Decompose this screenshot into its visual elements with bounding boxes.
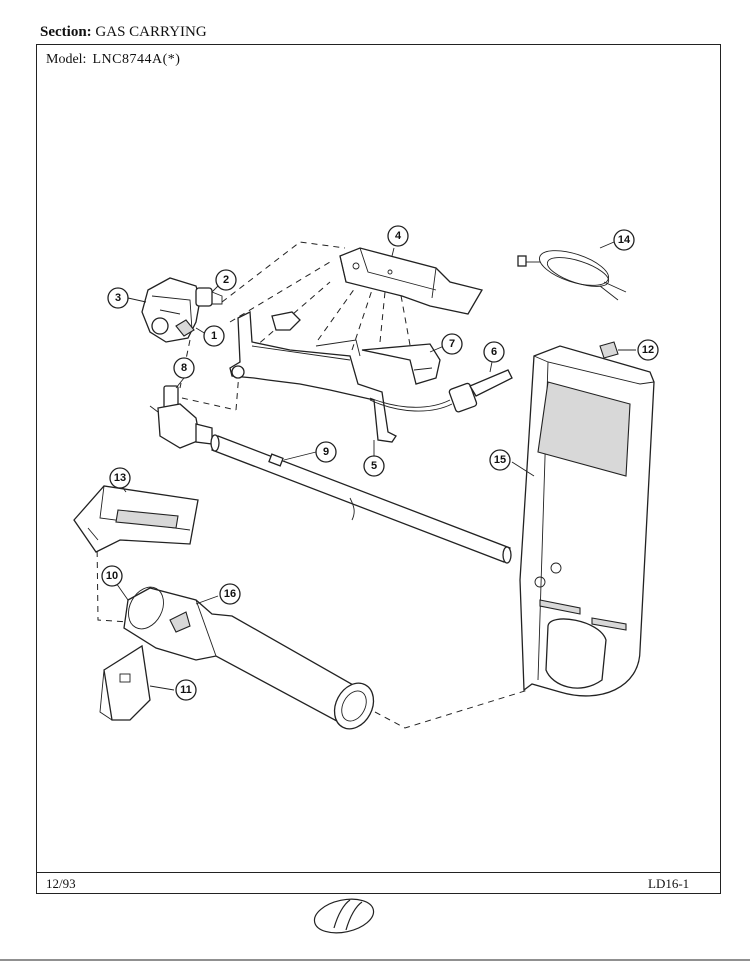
callout-5: 5 [363,455,385,477]
support-bracket-part [99,644,151,721]
combustion-chamber-part [123,586,375,730]
callout-8: 8 [173,357,195,379]
svg-text:3: 3 [115,292,121,304]
model-value: LNC8744A(*) [92,52,181,67]
svg-text:11: 11 [180,684,192,696]
page-id: LD16-1 [648,876,690,891]
diagram-frame [36,44,721,894]
manifold-box-part [73,485,199,553]
svg-text:1: 1 [211,330,217,342]
callout-11: 11 [175,679,197,701]
model-heading: Model: LNC8744A(*) [46,52,180,68]
callout-15: 15 [489,449,511,471]
svg-text:4: 4 [395,230,402,242]
callout-14: 14 [613,229,635,251]
svg-text:2: 2 [223,274,229,286]
callout-12: 12 [637,339,659,361]
footer-divider [36,872,721,873]
igniter-part [369,369,513,413]
section-heading: Section: GAS CARRYING [40,24,207,41]
svg-text:12: 12 [642,344,654,356]
callout-13: 13 [109,467,131,489]
brand-logo [313,898,375,934]
revision-date: 12/93 [46,876,76,891]
callout-2: 2 [215,269,237,291]
svg-text:14: 14 [618,234,631,246]
callout-7: 7 [441,333,463,355]
svg-text:15: 15 [494,454,506,466]
svg-text:8: 8 [181,362,187,374]
wire-harness-part [517,250,627,301]
callout-4: 4 [387,225,409,247]
svg-text:13: 13 [114,472,126,484]
svg-text:9: 9 [323,446,329,458]
svg-text:10: 10 [106,570,118,582]
section-label: Section: [40,24,92,40]
svg-text:5: 5 [371,460,377,472]
section-value: GAS CARRYING [95,24,207,40]
callout-10: 10 [101,565,123,587]
burner-hood-part [339,247,483,315]
front-panel-part [519,341,655,697]
callout-6: 6 [483,341,505,363]
callout-3: 3 [107,287,129,309]
elbow-fitting-part [149,385,213,449]
svg-text:16: 16 [224,588,236,600]
shield-part [361,343,441,385]
burner-tube-part [210,434,512,564]
gas-valve-part [141,277,223,343]
callout-9: 9 [315,441,337,463]
bracket-part [229,310,397,443]
model-label: Model: [46,52,87,67]
callout-1: 1 [203,325,225,347]
callout-16: 16 [219,583,241,605]
svg-text:6: 6 [491,346,497,358]
svg-text:7: 7 [449,338,455,350]
